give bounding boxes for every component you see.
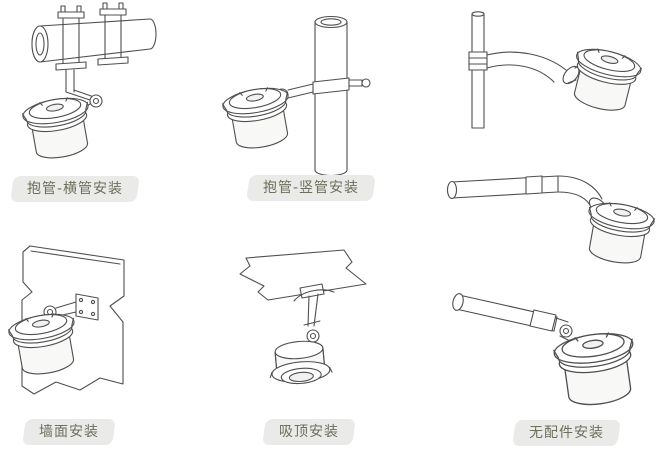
- label-wall-mount: 墙面安装: [22, 419, 116, 445]
- drawing-no-accessory-mount: [452, 293, 642, 410]
- drawing-elbow-from-vertical-pipe: [468, 11, 645, 129]
- hinge-bolt-icon: [306, 329, 320, 343]
- device-icon: [564, 43, 645, 117]
- hinge-bolt-icon: [559, 324, 573, 338]
- label-pipe-vertical-mount: 抱管-竖管安装: [246, 175, 376, 201]
- label-no-accessory-mount-text: 无配件安装: [529, 425, 604, 441]
- label-ceiling-mount-text: 吸顶安装: [279, 424, 339, 440]
- hinge-bolt-icon: [89, 94, 103, 108]
- device-icon: [220, 83, 297, 154]
- drawing-pipe-vertical-mount: [220, 15, 371, 177]
- drawing-ceiling-mount: [239, 249, 367, 387]
- drawing-pipe-horizontal-mount: [20, 2, 157, 164]
- device-icon: [551, 328, 642, 410]
- label-pipe-horizontal-mount-text: 抱管-横管安装: [27, 181, 124, 197]
- drawing-elbow-from-horizontal-pipe: [446, 175, 657, 269]
- label-pipe-vertical-mount-text: 抱管-竖管安装: [263, 180, 360, 196]
- label-no-accessory-mount: 无配件安装: [512, 420, 621, 446]
- label-pipe-horizontal-mount: 抱管-横管安装: [10, 176, 140, 202]
- label-ceiling-mount: 吸顶安装: [262, 419, 356, 445]
- label-wall-mount-text: 墙面安装: [39, 424, 99, 440]
- device-icon: [20, 93, 97, 164]
- device-icon: [580, 198, 657, 269]
- device-icon: [266, 338, 334, 387]
- drawing-wall-mount: [6, 245, 125, 395]
